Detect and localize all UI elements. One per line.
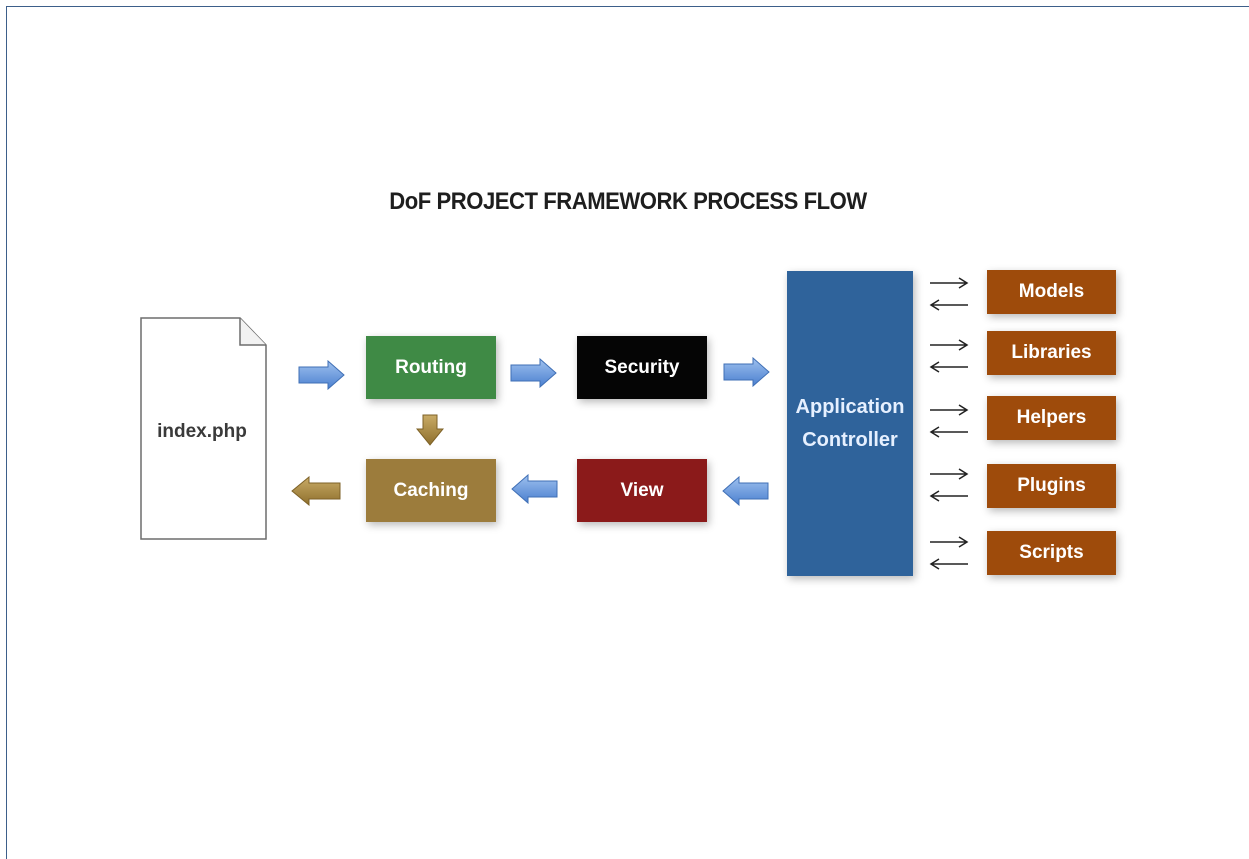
caching-box: Caching [366,459,496,522]
routing-box: Routing [366,336,496,399]
arrow-left-icon [291,476,341,506]
page-frame [6,6,1249,859]
arrow-right-icon [510,358,557,388]
application-controller-box: Application Controller [787,271,913,576]
scripts-box: Scripts [987,531,1116,575]
models-box: Models [987,270,1116,314]
bidirectional-arrows-icon [929,404,969,438]
app-controller-line1: Application [795,395,905,418]
document-icon [140,317,267,540]
bidirectional-arrows-icon [929,468,969,502]
bidirectional-arrows-icon [929,339,969,373]
arrow-right-icon [723,357,770,387]
arrow-left-icon [722,476,769,506]
arrow-down-icon [416,414,444,446]
app-controller-line2: Controller [802,428,898,451]
helpers-box: Helpers [987,396,1116,440]
libraries-box: Libraries [987,331,1116,375]
bidirectional-arrows-icon [929,277,969,311]
diagram-title: DoF PROJECT FRAMEWORK PROCESS FLOW [389,188,867,215]
plugins-box: Plugins [987,464,1116,508]
view-box: View [577,459,707,522]
arrow-right-icon [298,360,345,390]
security-box: Security [577,336,707,399]
document-label: index.php [157,421,247,442]
index-php-document: index.php [140,317,268,541]
bidirectional-arrows-icon [929,536,969,570]
arrow-left-icon [511,474,558,504]
